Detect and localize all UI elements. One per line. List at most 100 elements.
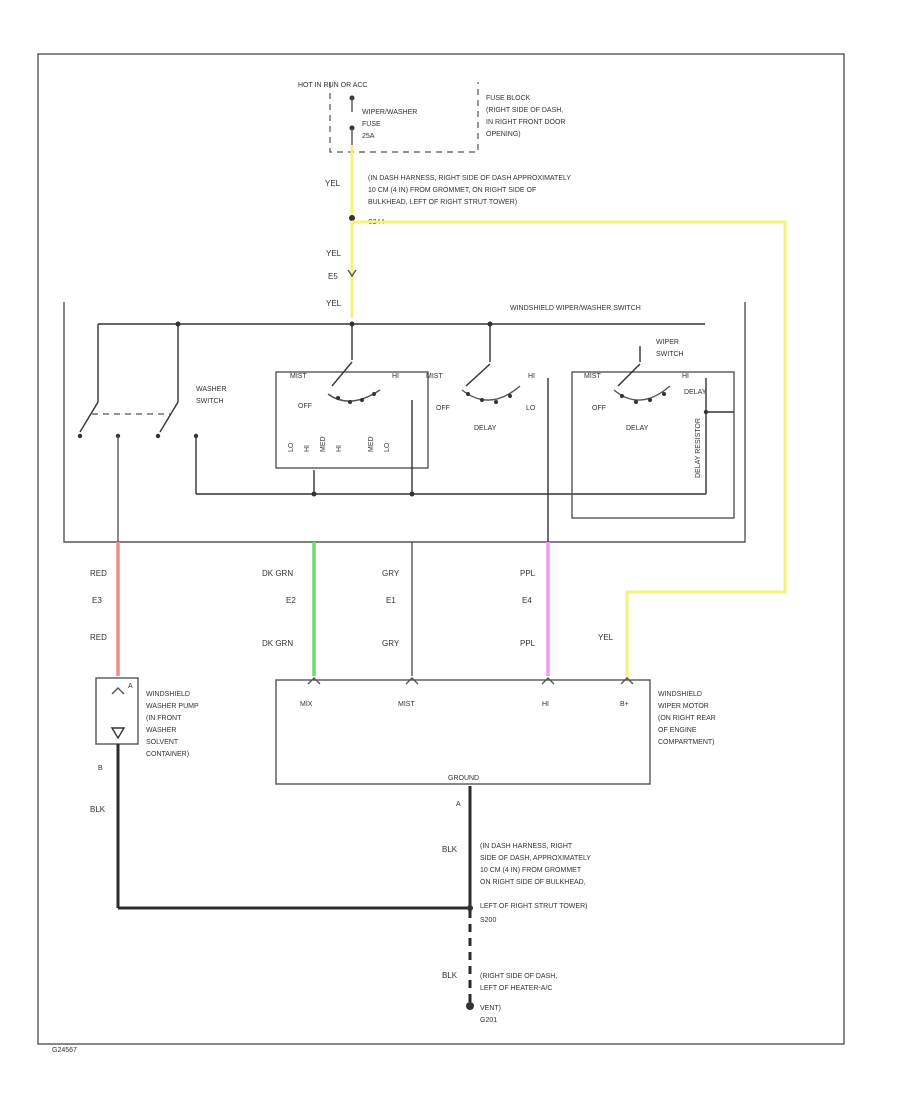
- wiper-switch: WIPER SWITCH MIST HI OFF DELAY DELAY DEL…: [571, 339, 735, 519]
- motor-line-1: WINDSHIELD: [658, 691, 702, 698]
- washer-switch-line-2: SWITCH: [196, 398, 224, 405]
- delay-contact-right: HI: [528, 373, 535, 380]
- e5-wire-top: YEL: [326, 249, 342, 258]
- wiper-contact-left: MIST: [584, 373, 601, 380]
- fuse-block-line-3: IN RIGHT FRONT DOOR: [486, 119, 565, 126]
- splice-top-line-2: 10 CM (4 IN) FROM GROMMET, ON RIGHT SIDE…: [368, 187, 536, 194]
- dk-grn-wire-bottom: DK GRN: [262, 639, 293, 648]
- splice-top-line-3: BULKHEAD, LEFT OF RIGHT STRUT TOWER): [368, 199, 517, 206]
- motor-terminal-bplus: B+: [620, 701, 629, 708]
- fuse-block-line-1: FUSE BLOCK: [486, 95, 531, 102]
- motor-line-2: WIPER MOTOR: [658, 703, 709, 710]
- ppl-wire-top: PPL: [520, 569, 536, 578]
- gry-wire-pin: E1: [386, 596, 396, 605]
- splice-top-dot: [349, 215, 355, 221]
- wiper-position-off: OFF: [592, 405, 606, 412]
- wiper-position-delay: DELAY: [626, 425, 649, 432]
- fuse-label-line-3: 25A: [362, 133, 375, 140]
- connector-e5: YEL E5 YEL: [326, 249, 357, 308]
- motor-ground-pin: A: [456, 801, 461, 808]
- washer-switch: WASHER SWITCH: [77, 324, 706, 497]
- pump-line-6: CONTAINER): [146, 751, 189, 758]
- pump-ground-wire: BLK: [90, 805, 106, 814]
- ppl-wire-pin: E4: [522, 596, 532, 605]
- switch-title: WINDSHIELD WIPER/WASHER SWITCH: [510, 305, 641, 312]
- speed-vert-5: MED: [368, 436, 375, 452]
- wiper-washer-switch: WINDSHIELD WIPER/WASHER SWITCH WASHER SW…: [63, 302, 746, 543]
- pump-line-3: (IN FRONT: [146, 715, 182, 722]
- delay-resistor-label: DELAY RESISTOR: [695, 418, 702, 478]
- wiper-position-delay-right: DELAY: [684, 389, 707, 396]
- fuse-block: HOT IN RUN OR ACC WIPER/WASHER FUSE 25A …: [298, 82, 565, 153]
- splice-top-line-1: (IN DASH HARNESS, RIGHT SIDE OF DASH APP…: [368, 175, 571, 182]
- splice-bottom-wire: BLK: [442, 845, 458, 854]
- speed-vert-2: HI: [304, 445, 311, 452]
- pump-line-4: WASHER: [146, 727, 176, 734]
- washer-pump: A B WINDSHIELD WASHER PUMP (IN FRONT WAS…: [90, 677, 199, 814]
- ground-point-wire: BLK: [442, 971, 458, 980]
- red-wire-pin: E3: [92, 596, 102, 605]
- yel-motor-feed-wire: [352, 220, 787, 680]
- pump-terminal-a: A: [128, 683, 133, 690]
- splice-bottom-id: S200: [480, 917, 496, 924]
- ground-point-dot: [466, 1002, 474, 1010]
- yel-feed-label: YEL: [325, 179, 341, 188]
- ppl-wire-bottom: PPL: [520, 639, 536, 648]
- ground-circuit: BLK (IN DASH HARNESS, RIGHT SIDE OF DASH…: [116, 744, 591, 1024]
- wiper-switch-line-1: WIPER: [656, 339, 679, 346]
- dk-grn-wire-pin: E2: [286, 596, 296, 605]
- motor-line-4: OF ENGINE: [658, 727, 697, 734]
- corner-code: G24567: [52, 1047, 77, 1054]
- speed-contact-left: MIST: [290, 373, 307, 380]
- speed-vert-4: HI: [336, 445, 343, 452]
- motor-terminal-mist: MIST: [398, 701, 415, 708]
- fuse-label-line-1: WIPER/WASHER: [362, 109, 417, 116]
- motor-terminal-hi: HI: [542, 701, 549, 708]
- gry-wire-top: GRY: [382, 569, 400, 578]
- ground-point-line-1: (RIGHT SIDE OF DASH,: [480, 973, 557, 980]
- wiper-contact-right: HI: [682, 373, 689, 380]
- speed-switch: MIST HI OFF LO HI MED HI MED LO: [275, 324, 429, 494]
- fuse-label-line-2: FUSE: [362, 121, 381, 128]
- speed-vert-1: LO: [288, 442, 295, 452]
- fuse-block-line-2: (RIGHT SIDE OF DASH,: [486, 107, 563, 114]
- washer-switch-line-1: WASHER: [196, 386, 226, 393]
- diagram-frame: [37, 53, 845, 1045]
- fuse-symbol: [349, 95, 355, 145]
- ground-point-line-2: LEFT OF HEATER-A/C: [480, 985, 552, 992]
- red-wire-bottom: RED: [90, 633, 107, 642]
- dk-grn-wire-top: DK GRN: [262, 569, 293, 578]
- pump-line-5: SOLVENT: [146, 739, 179, 746]
- delay-position-lo: LO: [526, 405, 536, 412]
- delay-position-off: OFF: [436, 405, 450, 412]
- motor-line-5: COMPARTMENT): [658, 739, 715, 746]
- ground-point-line-3: VENT): [480, 1005, 501, 1012]
- splice-bottom-line-3: 10 CM (4 IN) FROM GROMMET: [480, 867, 582, 874]
- wiper-motor: MIX MIST HI B+ WINDSHIELD WIPER MOTOR (O…: [275, 677, 716, 808]
- speed-vert-3: MED: [320, 436, 327, 452]
- splice-bottom-dot: [467, 905, 473, 911]
- switch-to-load-wires: RED E3 RED DK GRN E2 DK GRN GRY E1 GRY P…: [90, 436, 614, 676]
- delay-contact-left: MIST: [426, 373, 443, 380]
- pump-line-2: WASHER PUMP: [146, 703, 199, 710]
- delay-switch: MIST HI OFF LO DELAY: [426, 324, 549, 542]
- speed-position-off: OFF: [298, 403, 312, 410]
- pump-terminal-b: B: [98, 765, 103, 772]
- speed-contact-right: HI: [392, 373, 399, 380]
- red-wire-top: RED: [90, 569, 107, 578]
- wiper-switch-line-2: SWITCH: [656, 351, 684, 358]
- e5-wire-bottom: YEL: [326, 299, 342, 308]
- motor-terminal-mix: MIX: [300, 701, 313, 708]
- splice-bottom-line-5: LEFT OF RIGHT STRUT TOWER): [480, 903, 587, 910]
- ground-point-id: G201: [480, 1017, 497, 1024]
- splice-bottom-line-2: SIDE OF DASH, APPROXIMATELY: [480, 855, 591, 862]
- pump-line-1: WINDSHIELD: [146, 691, 190, 698]
- e5-pin: E5: [328, 272, 338, 281]
- gry-wire-bottom: GRY: [382, 639, 400, 648]
- splice-bottom-line-1: (IN DASH HARNESS, RIGHT: [480, 843, 573, 850]
- speed-vert-6: LO: [384, 442, 391, 452]
- yel-motor-wire-label: YEL: [598, 633, 614, 642]
- fuse-block-line-4: OPENING): [486, 131, 521, 138]
- power-source-label: HOT IN RUN OR ACC: [298, 82, 368, 89]
